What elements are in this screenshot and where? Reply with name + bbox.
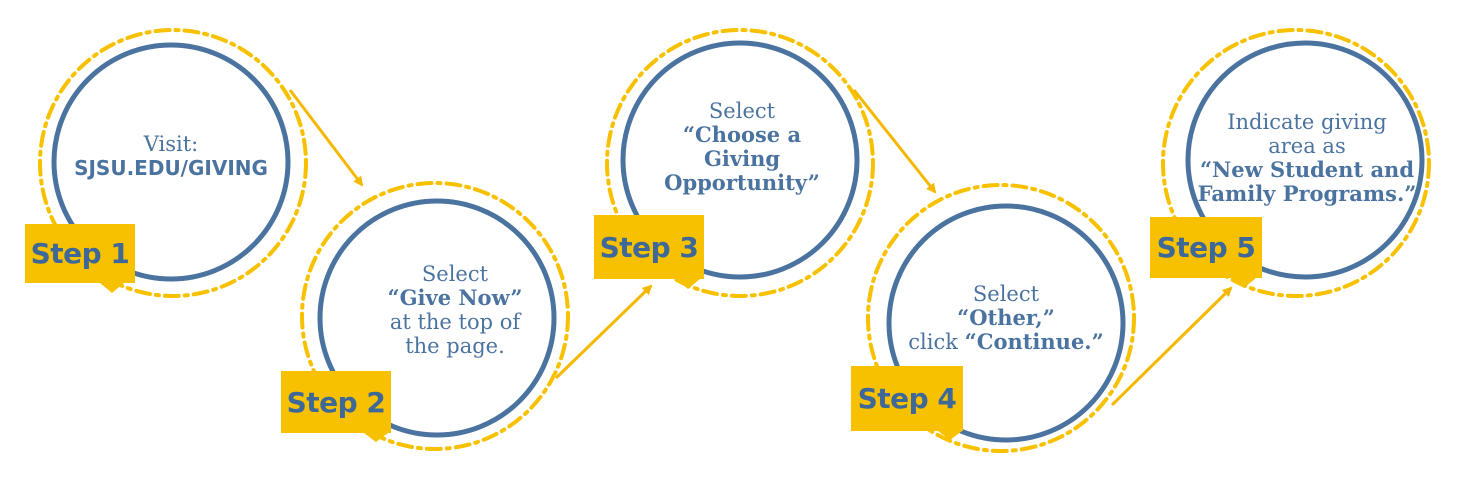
step-4-dashed-ring [866, 183, 1136, 453]
step-3-line-1: Select [708, 99, 776, 123]
step-4-badge: Step 4 [851, 366, 963, 431]
step-4-text: Select “Other,” click “Continue.” [908, 282, 1103, 354]
step-2-badge: Step 2 [281, 371, 391, 433]
step-5-text: Indicate giving area as “New Student and… [1198, 110, 1417, 206]
step-4-line-3-emph: “Continue.” [964, 329, 1104, 354]
step-2-line-2: “Give Now” [387, 285, 523, 310]
step-4-line-1: Select [972, 282, 1040, 306]
step-2-dashed-ring [300, 181, 570, 451]
step-5-line-4: Family Programs.” [1197, 181, 1417, 206]
step-1-line-1: Visit: [143, 132, 199, 156]
step-3-text: Select “Choose a Giving Opportunity” [664, 99, 820, 195]
step-4-line-3: click “Continue.” [908, 329, 1104, 355]
step-3-line-2: “Choose a [682, 122, 802, 147]
step-4-badge-tab [938, 431, 962, 440]
step-5-badge: Step 5 [1150, 217, 1262, 278]
step-2-text: Select “Give Now” at the top of the page… [388, 262, 523, 358]
step-3-line-4: Opportunity” [664, 170, 820, 195]
step-2-line-1: Select [421, 262, 489, 286]
step-4-line-3-prefix: click [908, 330, 965, 354]
step-2-badge-tab [364, 433, 388, 442]
step-2-line-4: the page. [405, 334, 505, 358]
step-1-text: Visit: SJSU.EDU/GIVING [74, 132, 268, 180]
step-5-line-3: “New Student and [1199, 157, 1415, 182]
arrow-step2-to-step3 [554, 284, 653, 380]
step-1-badge-tab [100, 283, 124, 293]
step-5-line-2: area as [1268, 134, 1346, 158]
step-3-badge-tab [676, 279, 700, 289]
arrow-step4-to-step5 [1110, 286, 1233, 407]
step-1-badge: Step 1 [25, 224, 135, 283]
step-3-dashed-ring [605, 28, 875, 298]
arrow-step1-to-step2 [288, 89, 364, 187]
step-2-line-3: at the top of [389, 310, 521, 334]
step-3-badge: Step 3 [594, 215, 704, 279]
arrow-step3-to-step4 [852, 89, 937, 194]
step-4-line-2: “Other,” [957, 305, 1055, 330]
step-1-circle [51, 42, 291, 282]
step-3-line-3: Giving [703, 146, 781, 171]
step-1-link-text: SJSU.EDU/GIVING [74, 156, 268, 180]
step-5-line-1: Indicate giving [1227, 110, 1387, 134]
step-5-badge-tab [1232, 278, 1256, 288]
step-5-dashed-ring [1161, 28, 1431, 298]
step-1-dashed-ring [38, 28, 308, 298]
